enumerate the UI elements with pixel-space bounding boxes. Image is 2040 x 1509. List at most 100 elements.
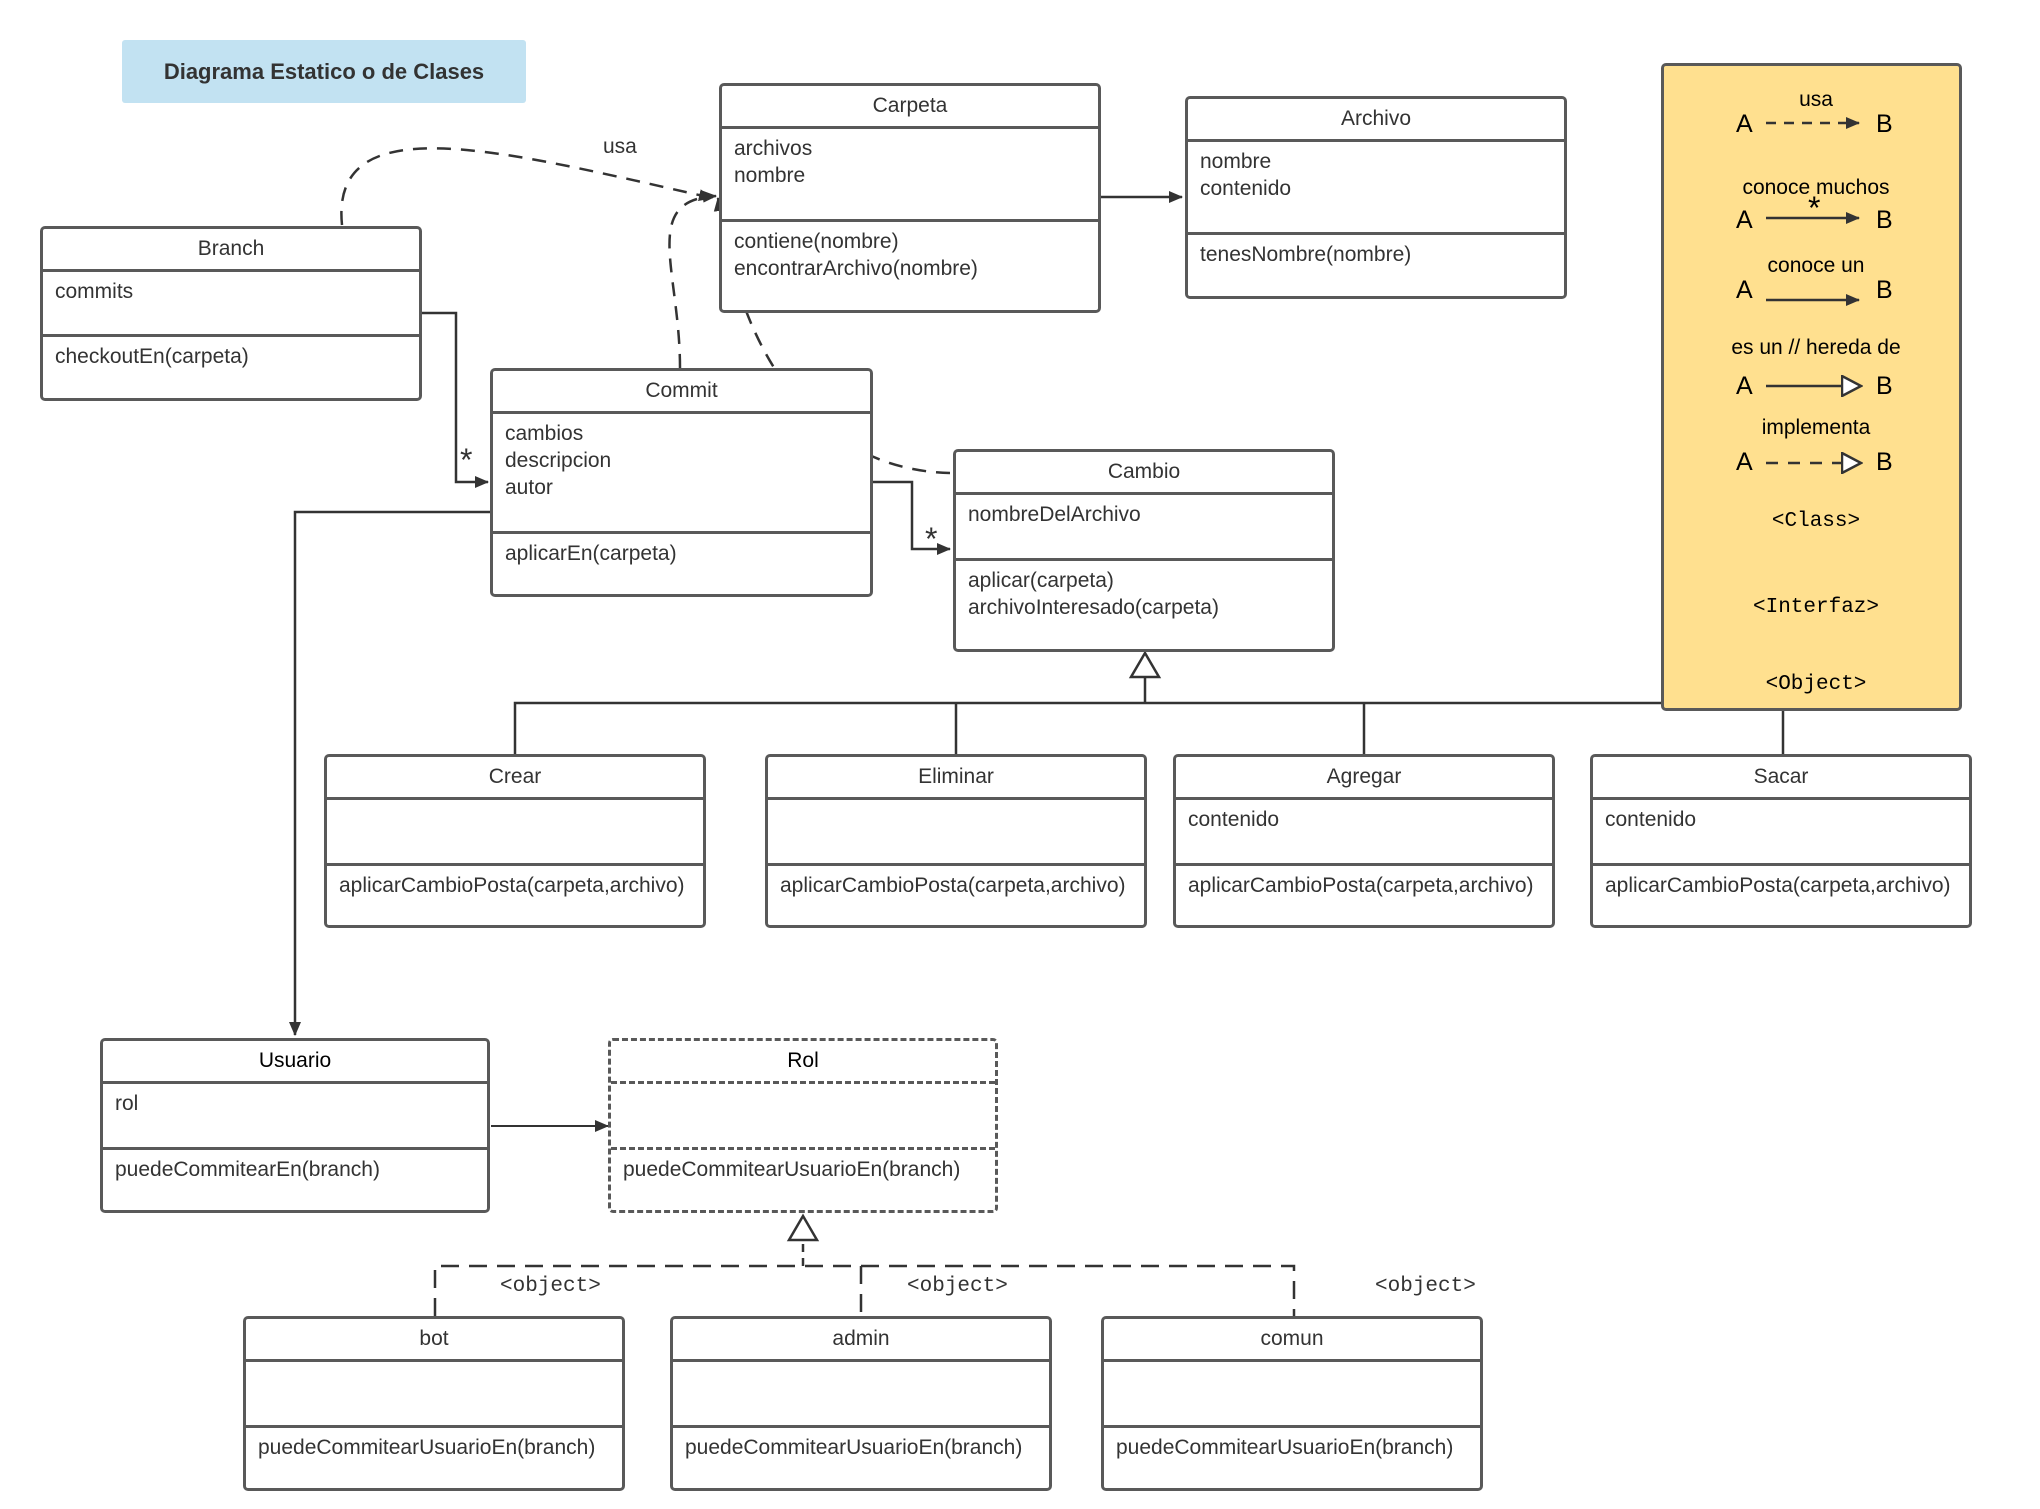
attributes: cambios descripcion autor: [493, 414, 870, 534]
attribute: rol: [115, 1092, 139, 1115]
class-name: Eliminar: [768, 757, 1144, 800]
class-agregar[interactable]: Agregar contenido aplicarCambioPosta(car…: [1173, 754, 1555, 928]
methods: aplicar(carpeta) archivoInteresado(carpe…: [956, 561, 1332, 627]
legend-hereda-label: es un // hereda de: [1731, 336, 1901, 359]
class-name: Crear: [327, 757, 703, 800]
class-name: Archivo: [1188, 99, 1564, 142]
attribute: contenido: [1200, 177, 1292, 200]
usa-label: usa: [603, 135, 637, 158]
object-stereotype-bot: <object>: [500, 1275, 601, 1298]
methods: contiene(nombre) encontrarArchivo(nombre…: [722, 222, 1098, 288]
legend-b: B: [1876, 110, 1893, 138]
method: aplicar(carpeta): [968, 569, 1114, 592]
attributes: nombreDelArchivo: [956, 495, 1332, 561]
method: checkoutEn(carpeta): [55, 345, 249, 368]
legend-a: A: [1736, 276, 1753, 304]
implement-tree: [433, 1264, 1296, 1316]
legend-star: *: [1808, 190, 1821, 226]
method: aplicarCambioPosta(carpeta,archivo): [339, 874, 685, 897]
multiplicity-branch-commit: *: [460, 442, 473, 478]
inherit-crear: [513, 701, 1785, 754]
commit-uses-carpeta: [668, 190, 717, 369]
method: aplicarCambioPosta(carpeta,archivo): [1188, 874, 1534, 897]
attribute: cambios: [505, 422, 584, 445]
class-name: Usuario: [103, 1041, 487, 1084]
method: archivoInteresado(carpeta): [968, 596, 1219, 619]
attribute: descripcion: [505, 449, 612, 472]
class-commit[interactable]: Commit cambios descripcion autor aplicar…: [490, 368, 873, 597]
branch-knows-many-commits: [420, 311, 489, 488]
methods: aplicarCambioPosta(carpeta,archivo): [1176, 866, 1552, 905]
legend-panel: usa A B conoce muchos * A B conoce un A …: [1661, 63, 1962, 711]
attributes: commits: [43, 272, 419, 337]
legend-b: B: [1876, 372, 1893, 400]
legend-conoce-un-label: conoce un: [1767, 254, 1865, 277]
legend-b: B: [1876, 448, 1893, 476]
class-sacar[interactable]: Sacar contenido aplicarCambioPosta(carpe…: [1590, 754, 1972, 928]
commit-knows-many-cambios: [873, 480, 951, 555]
class-name: Agregar: [1176, 757, 1552, 800]
diagram-title: Diagrama Estatico o de Clases: [122, 40, 526, 103]
class-name: Commit: [493, 371, 870, 414]
object-bot[interactable]: bot puedeCommitearUsuarioEn(branch): [243, 1316, 625, 1491]
implement-triangle-rol: [786, 1213, 820, 1242]
class-usuario[interactable]: Usuario rol puedeCommitearEn(branch): [100, 1038, 490, 1213]
legend-a: A: [1736, 448, 1753, 476]
method: tenesNombre(nombre): [1200, 243, 1412, 266]
methods: puedeCommitearUsuarioEn(branch): [673, 1428, 1049, 1467]
attribute: contenido: [1188, 808, 1280, 831]
legend-a: A: [1736, 206, 1753, 234]
interface-rol[interactable]: Rol puedeCommitearUsuarioEn(branch): [608, 1038, 998, 1213]
attributes: nombre contenido: [1188, 142, 1564, 235]
attribute: archivos: [734, 137, 813, 160]
legend-arrows: [1766, 117, 1962, 711]
class-name: Rol: [611, 1041, 995, 1084]
attributes: [327, 800, 703, 866]
class-branch[interactable]: Branch commits checkoutEn(carpeta): [40, 226, 422, 401]
method: contiene(nombre): [734, 230, 899, 253]
legend-interfaz-tag: <Interfaz>: [1752, 596, 1880, 619]
class-cambio[interactable]: Cambio nombreDelArchivo aplicar(carpeta)…: [953, 449, 1335, 652]
methods: checkoutEn(carpeta): [43, 337, 419, 376]
methods: puedeCommitearUsuarioEn(branch): [611, 1150, 995, 1189]
method: puedeCommitearUsuarioEn(branch): [623, 1158, 961, 1181]
class-name: Sacar: [1593, 757, 1969, 800]
methods: aplicarEn(carpeta): [493, 534, 870, 573]
object-comun[interactable]: comun puedeCommitearUsuarioEn(branch): [1101, 1316, 1483, 1491]
branch-uses-carpeta: [340, 147, 713, 226]
attribute: commits: [55, 280, 134, 303]
attribute: nombre: [1200, 150, 1272, 173]
object-stereotype-comun: <object>: [1375, 1275, 1476, 1298]
methods: puedeCommitearUsuarioEn(branch): [1104, 1428, 1480, 1467]
commit-knows-usuario: [289, 510, 490, 1036]
methods: puedeCommitearEn(branch): [103, 1150, 487, 1189]
attribute: nombre: [734, 164, 806, 187]
inherit-triangle-cambio: [1128, 650, 1162, 679]
method: encontrarArchivo(nombre): [734, 257, 978, 280]
method: puedeCommitearEn(branch): [115, 1158, 380, 1181]
method: aplicarEn(carpeta): [505, 542, 677, 565]
attributes: contenido: [1593, 800, 1969, 866]
multiplicity-commit-cambio: *: [925, 521, 938, 557]
class-crear[interactable]: Crear aplicarCambioPosta(carpeta,archivo…: [324, 754, 706, 928]
class-carpeta[interactable]: Carpeta archivos nombre contiene(nombre)…: [719, 83, 1101, 313]
object-admin[interactable]: admin puedeCommitearUsuarioEn(branch): [670, 1316, 1052, 1491]
class-name: Cambio: [956, 452, 1332, 495]
legend-b: B: [1876, 206, 1893, 234]
legend-a: A: [1736, 110, 1753, 138]
attribute: nombreDelArchivo: [968, 503, 1141, 526]
attributes: contenido: [1176, 800, 1552, 866]
class-name: admin: [673, 1319, 1049, 1362]
method: aplicarCambioPosta(carpeta,archivo): [1605, 874, 1951, 897]
attributes: [611, 1084, 995, 1150]
method: aplicarCambioPosta(carpeta,archivo): [780, 874, 1126, 897]
class-name: Branch: [43, 229, 419, 272]
legend-conoce-muchos-label: conoce muchos: [1742, 176, 1890, 199]
class-archivo[interactable]: Archivo nombre contenido tenesNombre(nom…: [1185, 96, 1567, 299]
class-eliminar[interactable]: Eliminar aplicarCambioPosta(carpeta,arch…: [765, 754, 1147, 928]
attribute: autor: [505, 476, 553, 499]
methods: aplicarCambioPosta(carpeta,archivo): [1593, 866, 1969, 905]
methods: aplicarCambioPosta(carpeta,archivo): [327, 866, 703, 905]
legend-a: A: [1736, 372, 1753, 400]
